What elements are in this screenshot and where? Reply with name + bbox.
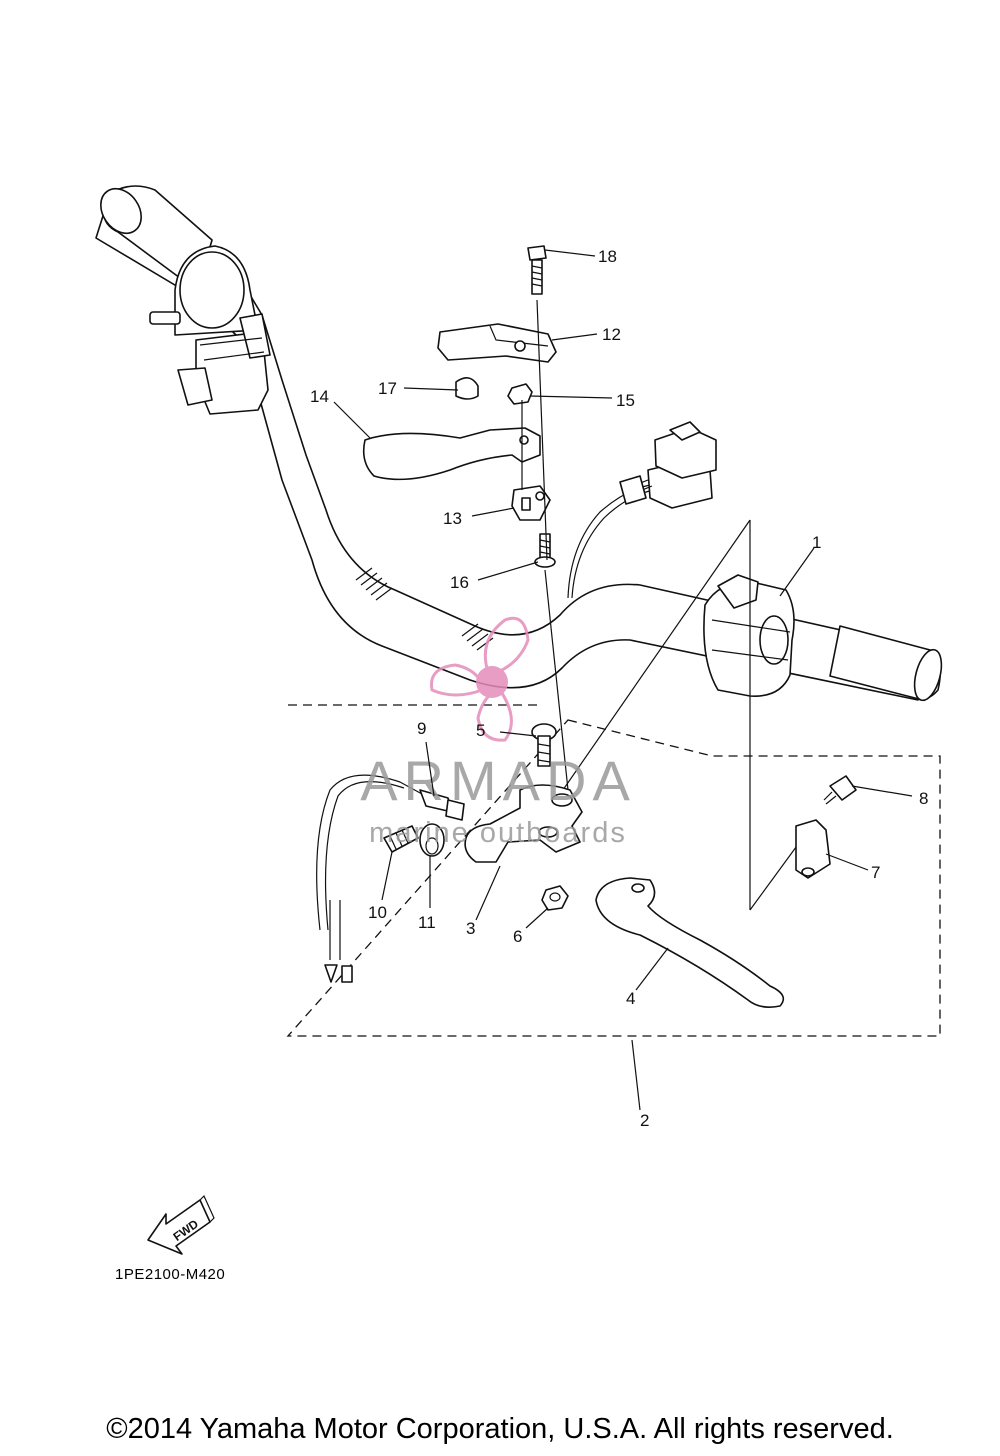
callout-4: 4 bbox=[626, 989, 635, 1008]
callout-2: 2 bbox=[640, 1111, 649, 1130]
lever-holder-parts bbox=[316, 723, 857, 1008]
callout-17: 17 bbox=[378, 379, 397, 398]
callout-15: 15 bbox=[616, 391, 635, 410]
bracket-assembly bbox=[362, 245, 569, 791]
callout-14: 14 bbox=[310, 387, 329, 406]
watermark-title: ARMADA bbox=[360, 749, 636, 812]
leader-lines bbox=[333, 249, 913, 1111]
callout-13: 13 bbox=[443, 509, 462, 528]
callout-labels: 1 2 3 4 5 6 7 8 9 10 11 12 13 14 15 16 1… bbox=[310, 247, 928, 1130]
callout-8: 8 bbox=[919, 789, 928, 808]
callout-7: 7 bbox=[871, 863, 880, 882]
callout-12: 12 bbox=[602, 325, 621, 344]
callout-6: 6 bbox=[513, 927, 522, 946]
assembly-boundary bbox=[286, 704, 941, 1037]
fwd-arrow-icon: FWD bbox=[147, 1194, 215, 1255]
armada-watermark: ARMADA marine outboards bbox=[360, 616, 636, 849]
callout-3: 3 bbox=[466, 919, 475, 938]
drawing-code: 1PE2100-M420 bbox=[115, 1266, 226, 1283]
handlebar-switch bbox=[567, 421, 795, 697]
callout-5: 5 bbox=[476, 721, 485, 740]
callout-10: 10 bbox=[368, 903, 387, 922]
callout-11: 11 bbox=[418, 913, 436, 932]
watermark-subtitle: marine outboards bbox=[369, 817, 627, 849]
callout-18: 18 bbox=[598, 247, 617, 266]
callout-1: 1 bbox=[812, 533, 821, 552]
callout-9: 9 bbox=[417, 719, 426, 738]
copyright-notice: ©2014 Yamaha Motor Corporation, U.S.A. A… bbox=[106, 1413, 894, 1445]
callout-16: 16 bbox=[450, 573, 469, 592]
handlebar bbox=[95, 185, 943, 702]
brake-master-cylinder bbox=[149, 245, 271, 415]
